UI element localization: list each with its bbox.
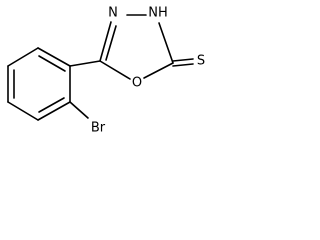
bond-ar-1	[37, 47, 71, 67]
bond-c-br	[69, 101, 89, 119]
atom-s: S	[197, 54, 205, 69]
atom-n: N	[108, 6, 118, 21]
bond-o-c2	[143, 62, 174, 79]
bond-ar-inner-1	[38, 55, 66, 72]
atom-o: O	[132, 76, 142, 91]
bond-nh-c2	[158, 22, 174, 64]
bond-c5-o	[99, 60, 131, 80]
bond-c5-phenyl	[69, 60, 101, 67]
atom-br: Br	[91, 121, 106, 136]
bond-c2-s-double	[172, 63, 194, 67]
bond-n-c5	[99, 21, 112, 62]
atom-nh: NH	[148, 6, 168, 21]
bond-ar-5	[37, 101, 71, 121]
molecule-structure: N NH O S Br	[7, 6, 205, 136]
bond-ar-inner-3	[38, 97, 65, 113]
bond-c2-s	[172, 58, 194, 62]
bond-n-c5-double	[105, 25, 117, 61]
bond-ar-2	[7, 47, 39, 67]
bond-ar-4	[7, 101, 39, 121]
